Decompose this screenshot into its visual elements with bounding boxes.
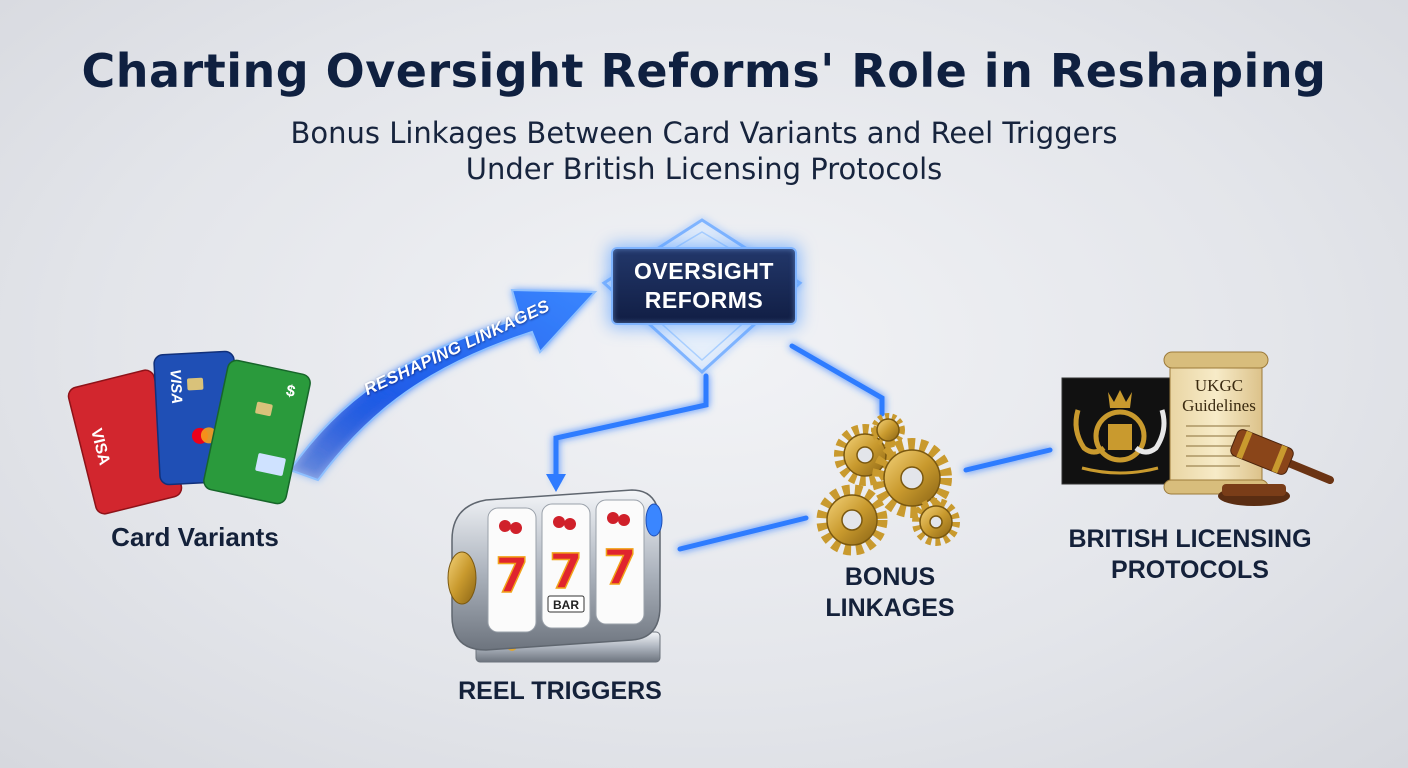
reshaping-arrow [288, 288, 598, 482]
connector-reels-to-bonus [677, 515, 809, 552]
gears-icon [816, 413, 960, 556]
bonus-linkages-line-1: BONUS [844, 563, 936, 591]
british-licensing-line-2: PROTOCOLS [1111, 556, 1269, 584]
reel-symbol-3: 7 [603, 540, 636, 596]
gavel-icon [1218, 429, 1334, 506]
connector-hub-to-bonus [789, 343, 885, 417]
oversight-reforms-hub: OVERSIGHT REFORMS [611, 247, 797, 325]
hub-label-line-2: REFORMS [644, 287, 764, 313]
reel-symbol-1: 7 [495, 548, 528, 604]
connector-bonus-to-licensing [963, 447, 1053, 473]
royal-crest-icon [1061, 377, 1185, 485]
connector-hub-to-reels-arrowhead [546, 474, 566, 492]
scroll-caption-line-1: UKGC [1194, 376, 1244, 395]
hub-label-line-1: OVERSIGHT [634, 258, 774, 284]
card-stack-icon: VISA VISA $ [67, 350, 311, 515]
subtitle-line-2: Under British Licensing Protocols [465, 152, 943, 186]
bonus-linkages-line-2: LINKAGES [825, 594, 955, 622]
slot-machine-icon: 7 7 7 BAR [447, 489, 663, 663]
reel-triggers-label: REEL TRIGGERS [458, 677, 662, 705]
subtitle-line-1: Bonus Linkages Between Card Variants and… [290, 116, 1118, 150]
card-brand-blue: VISA [166, 369, 185, 405]
card-brand-green: $ [284, 382, 296, 400]
british-licensing-label: BRITISH LICENSING PROTOCOLS [1040, 524, 1340, 586]
british-licensing-line-1: BRITISH LICENSING [1068, 525, 1312, 553]
bonus-linkages-label: BONUS LINKAGES [790, 562, 990, 624]
reel-bar-label: BAR [553, 598, 579, 612]
card-variants-label: Card Variants [111, 522, 279, 552]
connector-hub-to-reels [553, 373, 709, 483]
page-title: Charting Oversight Reforms' Role in Resh… [81, 44, 1327, 98]
scroll-icon [1163, 351, 1269, 495]
scroll-caption-line-2: Guidelines [1182, 396, 1256, 415]
reel-symbol-2: 7 [549, 544, 582, 600]
scroll-caption: UKGC Guidelines [1176, 376, 1262, 416]
